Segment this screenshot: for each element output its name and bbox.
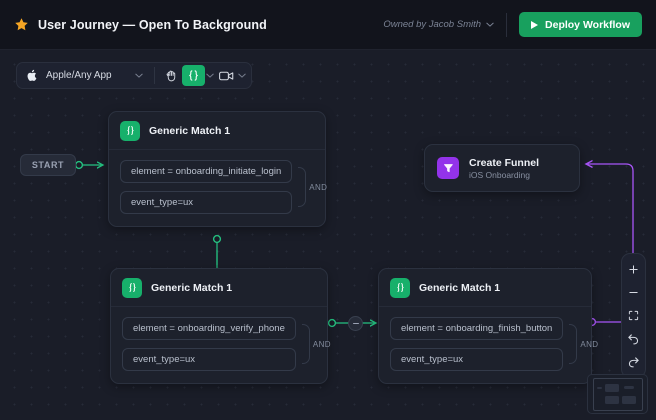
operator-label: AND <box>580 339 599 349</box>
edge-collapse-button-horizontal[interactable] <box>348 316 363 331</box>
header-left-group: User Journey — Open To Background <box>14 17 267 32</box>
condition-list: element = onboarding_finish_button event… <box>390 317 564 371</box>
node-generic-match-2[interactable]: Generic Match 1 element = onboarding_ver… <box>110 268 331 384</box>
app-selector-dropdown[interactable]: Apple/Any App <box>21 65 149 86</box>
fit-view-button[interactable] <box>622 305 645 326</box>
operator-brace <box>569 324 578 364</box>
operator-group: AND <box>563 324 598 364</box>
minimap-node <box>622 396 636 404</box>
zoom-in-button[interactable] <box>622 259 645 280</box>
node-header: Generic Match 1 <box>109 112 325 150</box>
page-title: User Journey — Open To Background <box>38 17 267 32</box>
chevron-down-icon[interactable] <box>238 73 246 78</box>
operator-brace <box>301 324 310 364</box>
hand-tool-button[interactable] <box>160 65 182 86</box>
header-divider <box>506 12 508 37</box>
minus-icon <box>629 291 638 294</box>
chevron-down-icon <box>135 73 143 78</box>
redo-button[interactable] <box>622 351 645 372</box>
code-braces-icon <box>390 277 410 298</box>
node-header: Generic Match 1 <box>111 269 327 307</box>
video-tool-button[interactable] <box>215 65 237 86</box>
node-title: Generic Match 1 <box>151 281 233 294</box>
chevron-down-icon <box>486 22 494 27</box>
app-header: User Journey — Open To Background Owned … <box>0 0 656 50</box>
owner-label: Owned by Jacob Smith <box>383 19 482 30</box>
play-icon <box>531 20 539 29</box>
condition-row[interactable]: element = onboarding_verify_phone <box>122 317 296 340</box>
operator-brace <box>298 167 307 207</box>
fit-screen-icon <box>628 310 639 321</box>
minimap-node <box>605 384 619 392</box>
node-body: element = onboarding_initiate_login even… <box>109 150 327 226</box>
condition-row[interactable]: event_type=ux <box>390 348 564 371</box>
condition-row[interactable]: element = onboarding_initiate_login <box>120 160 293 183</box>
plus-icon <box>629 265 638 274</box>
start-node-label: START <box>31 160 65 170</box>
condition-row[interactable]: element = onboarding_finish_button <box>390 317 564 340</box>
node-body: element = onboarding_verify_phone event_… <box>111 307 331 383</box>
operator-label: AND <box>309 182 328 192</box>
condition-text: element = onboarding_verify_phone <box>133 323 285 334</box>
minimap-node <box>624 386 634 389</box>
node-generic-match-3[interactable]: Generic Match 1 element = onboarding_fin… <box>378 268 598 384</box>
operator-label: AND <box>312 339 331 349</box>
redo-arrow-icon <box>628 356 639 367</box>
condition-row[interactable]: event_type=ux <box>120 191 293 214</box>
canvas-toolbar: Apple/Any App <box>16 62 252 89</box>
condition-row[interactable]: event_type=ux <box>122 348 296 371</box>
apple-icon <box>27 69 37 81</box>
deploy-label: Deploy Workflow <box>545 18 630 31</box>
node-title: Generic Match 1 <box>419 281 501 294</box>
condition-text: element = onboarding_finish_button <box>401 323 553 334</box>
undo-button[interactable] <box>622 328 645 349</box>
star-icon[interactable] <box>14 17 29 32</box>
funnel-title: Create Funnel <box>469 156 540 169</box>
start-node[interactable]: START <box>20 154 76 176</box>
code-braces-icon <box>122 277 142 298</box>
edge-port-start-out[interactable] <box>74 160 84 170</box>
node-body: element = onboarding_finish_button event… <box>379 307 598 383</box>
undo-arrow-icon <box>628 333 639 344</box>
video-camera-icon <box>218 71 233 80</box>
header-right-group: Owned by Jacob Smith Deploy Workflow <box>383 12 642 37</box>
condition-list: element = onboarding_initiate_login even… <box>120 160 293 214</box>
deploy-workflow-button[interactable]: Deploy Workflow <box>519 12 642 37</box>
minimap-node <box>597 387 602 389</box>
hand-icon <box>166 70 175 81</box>
zoom-controls <box>621 253 646 378</box>
funnel-text-group: Create Funnel iOS Onboarding <box>469 157 539 180</box>
minimap[interactable] <box>587 374 648 414</box>
node-generic-match-1[interactable]: Generic Match 1 element = onboarding_ini… <box>108 111 327 227</box>
minimap-node <box>605 396 619 404</box>
toolbar-divider <box>154 67 155 84</box>
chevron-down-icon[interactable] <box>206 73 214 78</box>
operator-group: AND <box>296 324 331 364</box>
app-selector-label: Apple/Any App <box>46 70 112 81</box>
edge-port-match1-out[interactable] <box>212 234 222 244</box>
operator-group: AND <box>292 167 327 207</box>
funnel-subtitle: iOS Onboarding <box>469 169 530 180</box>
code-tool-button[interactable] <box>182 65 205 86</box>
workflow-canvas[interactable]: Apple/Any App <box>0 50 656 420</box>
zoom-out-button[interactable] <box>622 282 645 303</box>
code-braces-icon <box>189 70 198 81</box>
node-create-funnel[interactable]: Create Funnel iOS Onboarding <box>424 144 580 192</box>
condition-text: event_type=ux <box>131 197 194 208</box>
node-title: Generic Match 1 <box>149 124 231 137</box>
minus-icon <box>352 322 359 325</box>
condition-text: event_type=ux <box>133 354 196 365</box>
condition-list: element = onboarding_verify_phone event_… <box>122 317 296 371</box>
code-braces-icon <box>120 120 140 141</box>
condition-text: event_type=ux <box>401 354 464 365</box>
owner-dropdown[interactable]: Owned by Jacob Smith <box>383 19 506 30</box>
condition-text: element = onboarding_initiate_login <box>131 166 282 177</box>
funnel-icon <box>437 157 459 179</box>
minimap-viewport[interactable] <box>593 378 643 411</box>
node-header: Generic Match 1 <box>379 269 591 307</box>
